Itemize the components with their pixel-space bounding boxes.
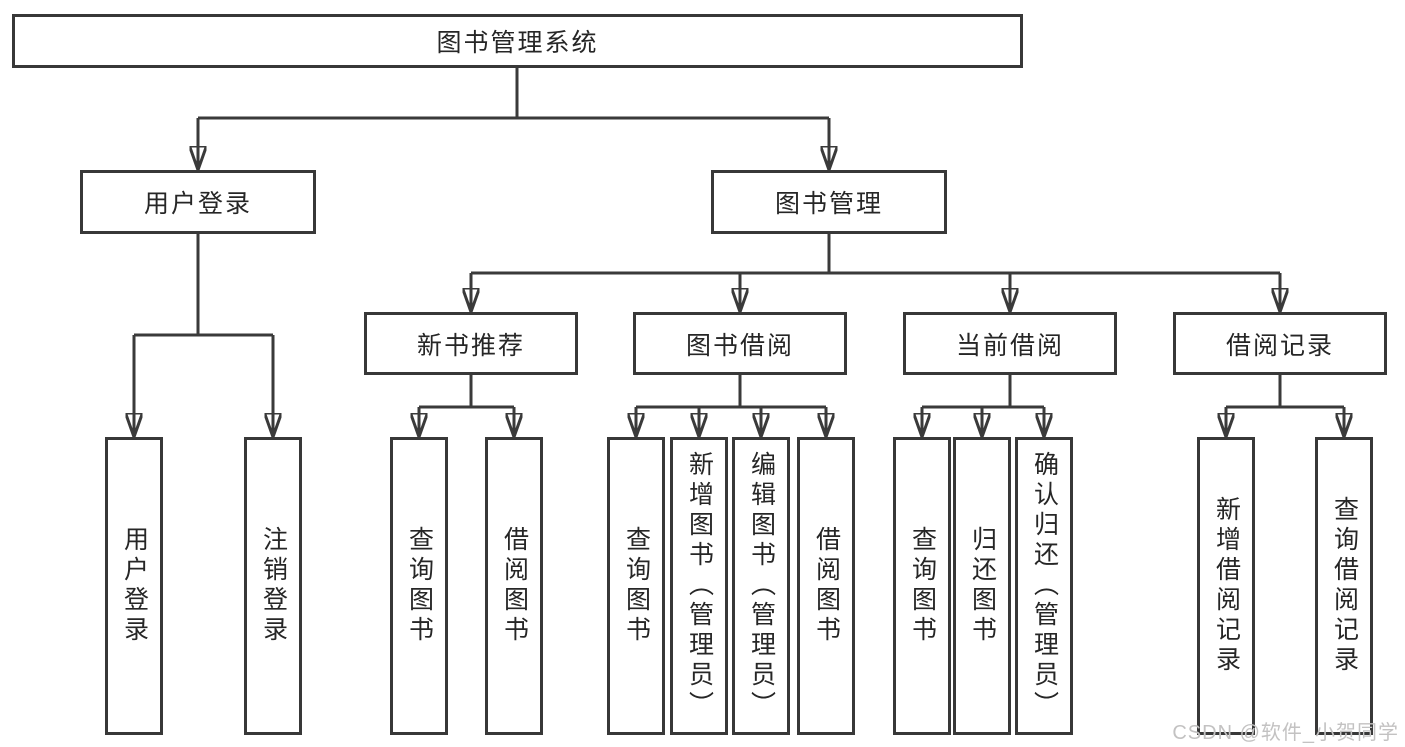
- node-label: 查询图书: [908, 526, 937, 646]
- node-borrow-query-books: 查询图书: [607, 437, 665, 735]
- node-logout: 注销登录: [244, 437, 302, 735]
- node-user-login: 用户登录: [80, 170, 316, 234]
- node-book-management: 图书管理: [711, 170, 947, 234]
- node-label: 用户登录: [143, 190, 252, 218]
- node-label: 查询图书: [622, 526, 651, 646]
- watermark: CSDN @软件_小贺同学: [1172, 722, 1399, 744]
- node-label: 新书推荐: [416, 331, 525, 360]
- node-library-management-system: 图书管理系统: [12, 14, 1023, 68]
- node-label: 查询图书: [405, 526, 434, 646]
- node-add-borrow-record: 新增借阅记录: [1197, 437, 1255, 735]
- node-label: 注销登录: [259, 526, 288, 646]
- node-label: 借阅图书: [812, 526, 841, 646]
- node-query-borrow-record: 查询借阅记录: [1315, 437, 1373, 735]
- node-label: 确认归还（管理员）: [1030, 451, 1059, 721]
- node-confirm-return-admin: 确认归还（管理员）: [1015, 437, 1073, 735]
- node-return-books: 归还图书: [953, 437, 1011, 735]
- node-label: 图书管理系统: [436, 29, 599, 57]
- node-label: 查询借阅记录: [1330, 496, 1359, 676]
- node-label: 编辑图书（管理员）: [747, 451, 776, 721]
- node-current-borrowing: 当前借阅: [903, 312, 1117, 375]
- node-rec-borrow-books: 借阅图书: [485, 437, 543, 735]
- node-borrowing-records: 借阅记录: [1173, 312, 1387, 375]
- node-label: 借阅记录: [1225, 331, 1334, 360]
- node-new-book-recommendation: 新书推荐: [364, 312, 578, 375]
- node-label: 借阅图书: [500, 526, 529, 646]
- node-label: 图书管理: [774, 190, 883, 218]
- node-label: 图书借阅: [685, 331, 794, 360]
- node-label: 新增图书（管理员）: [685, 451, 714, 721]
- node-label: 归还图书: [968, 526, 997, 646]
- node-edit-book-admin: 编辑图书（管理员）: [732, 437, 790, 735]
- node-current-query-books: 查询图书: [893, 437, 951, 735]
- node-rec-query-books: 查询图书: [390, 437, 448, 735]
- node-label: 用户登录: [120, 526, 149, 646]
- node-book-borrowing: 图书借阅: [633, 312, 847, 375]
- node-borrow-books: 借阅图书: [797, 437, 855, 735]
- node-label: 新增借阅记录: [1212, 496, 1241, 676]
- node-label: 当前借阅: [955, 331, 1064, 360]
- node-add-book-admin: 新增图书（管理员）: [670, 437, 728, 735]
- node-login: 用户登录: [105, 437, 163, 735]
